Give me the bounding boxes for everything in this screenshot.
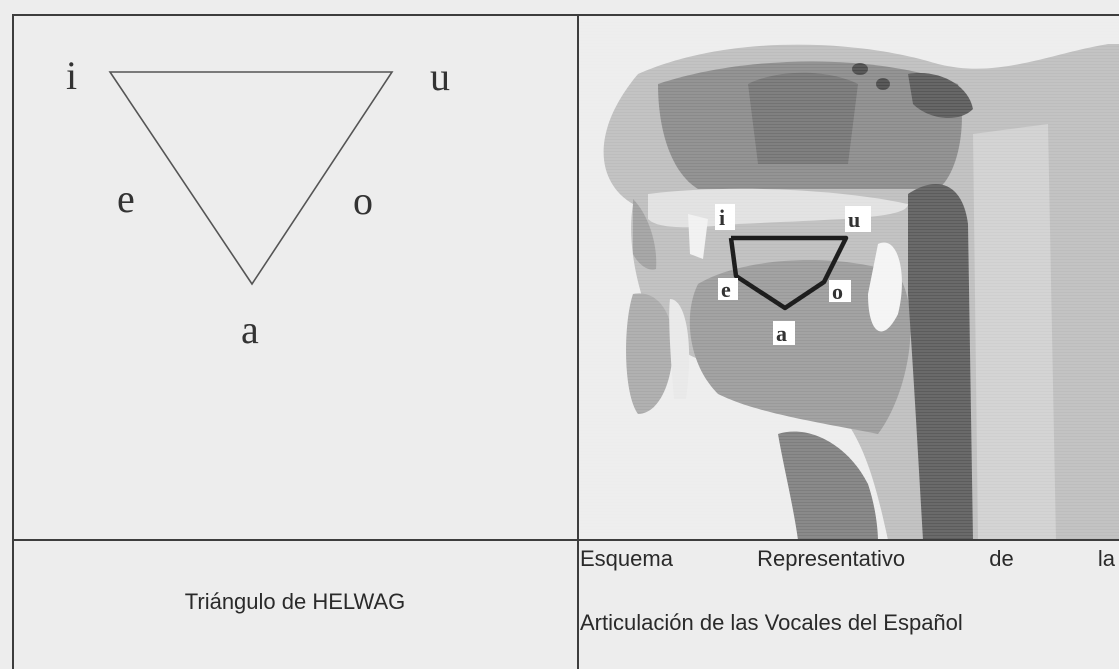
helwag-triangle-cell: i u e o a bbox=[12, 14, 578, 540]
diagram-vowel-e: e bbox=[721, 277, 731, 302]
vowel-i-label: i bbox=[66, 53, 77, 98]
table-border-left bbox=[12, 14, 14, 669]
caption-word: de bbox=[989, 546, 1013, 572]
caption-word: la bbox=[1098, 546, 1115, 572]
helwag-triangle-figure: i u e o a bbox=[12, 14, 578, 540]
table-border-top bbox=[12, 14, 1119, 16]
sagittal-head-illustration: i u e o a bbox=[578, 14, 1119, 540]
caption-right-line2: Articulación de las Vocales del Español bbox=[580, 610, 1115, 636]
diagram-vowel-a: a bbox=[776, 321, 787, 346]
vowel-e-label: e bbox=[117, 176, 135, 221]
caption-word: Esquema bbox=[580, 546, 673, 572]
vowel-u-label: u bbox=[430, 54, 450, 99]
diagram-vowel-u: u bbox=[848, 207, 860, 232]
caption-word: Representativo bbox=[757, 546, 905, 572]
vowel-a-label: a bbox=[241, 307, 259, 352]
vowel-triangle-shape bbox=[110, 72, 392, 284]
diagram-vowel-o: o bbox=[832, 279, 843, 304]
figure-table: i u e o a bbox=[12, 14, 1119, 669]
caption-articulation: Esquema Representativo de la Articulació… bbox=[580, 546, 1115, 636]
scan-texture bbox=[578, 14, 1119, 540]
table-border-middle bbox=[12, 539, 1119, 541]
caption-right-cell: Esquema Representativo de la Articulació… bbox=[578, 540, 1119, 669]
vowel-o-label: o bbox=[353, 178, 373, 223]
caption-helwag: Triángulo de HELWAG bbox=[12, 540, 578, 669]
caption-right-line1: Esquema Representativo de la bbox=[580, 546, 1115, 572]
caption-left-cell: Triángulo de HELWAG bbox=[12, 540, 578, 669]
diagram-vowel-i: i bbox=[719, 205, 725, 230]
articulation-diagram-cell: i u e o a bbox=[578, 14, 1119, 540]
table-border-divider bbox=[577, 14, 579, 669]
